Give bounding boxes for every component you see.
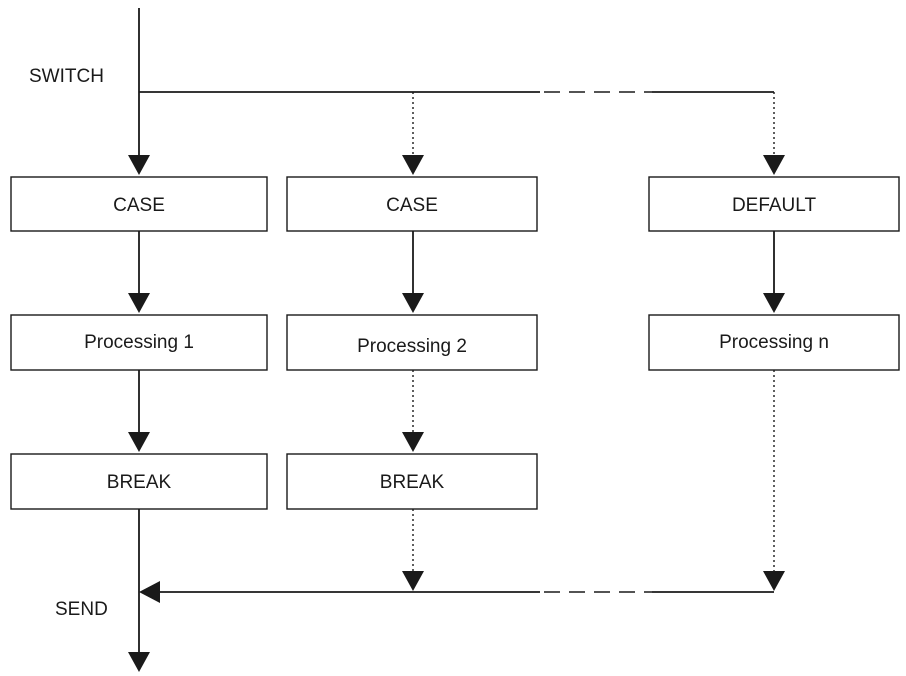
processing-box-n: Processing n <box>648 314 900 371</box>
break-box-1-label: BREAK <box>107 472 172 493</box>
arrow-to-case-1 <box>128 155 150 175</box>
arrow-processing-n-to-merge <box>763 571 785 591</box>
default-box-label: DEFAULT <box>732 195 817 216</box>
case-box-1-label: CASE <box>113 195 165 216</box>
send-label: SEND <box>55 599 108 620</box>
arrow-to-case-2 <box>402 155 424 175</box>
processing-box-1-label: Processing 1 <box>84 332 194 353</box>
arrow-to-processing-2 <box>402 293 424 313</box>
arrow-send-exit <box>128 652 150 672</box>
processing-box-2-label: Processing 2 <box>357 336 467 357</box>
break-box-2-label: BREAK <box>380 472 445 493</box>
arrow-to-break-1 <box>128 432 150 452</box>
case-box-2: CASE <box>286 176 538 232</box>
break-box-2: BREAK <box>286 453 538 510</box>
default-box: DEFAULT <box>648 176 900 232</box>
case-box-1: CASE <box>10 176 268 232</box>
arrow-into-send <box>139 581 160 603</box>
arrow-to-processing-n <box>763 293 785 313</box>
arrow-to-break-2 <box>402 432 424 452</box>
switch-label: SWITCH <box>29 66 104 87</box>
arrow-to-processing-1 <box>128 293 150 313</box>
arrow-to-default <box>763 155 785 175</box>
arrow-break-2-to-merge <box>402 571 424 591</box>
case-box-2-label: CASE <box>386 195 438 216</box>
break-box-1: BREAK <box>10 453 268 510</box>
processing-box-n-label: Processing n <box>719 332 829 353</box>
processing-box-1: Processing 1 <box>10 314 268 371</box>
processing-box-2: Processing 2 <box>286 314 538 371</box>
